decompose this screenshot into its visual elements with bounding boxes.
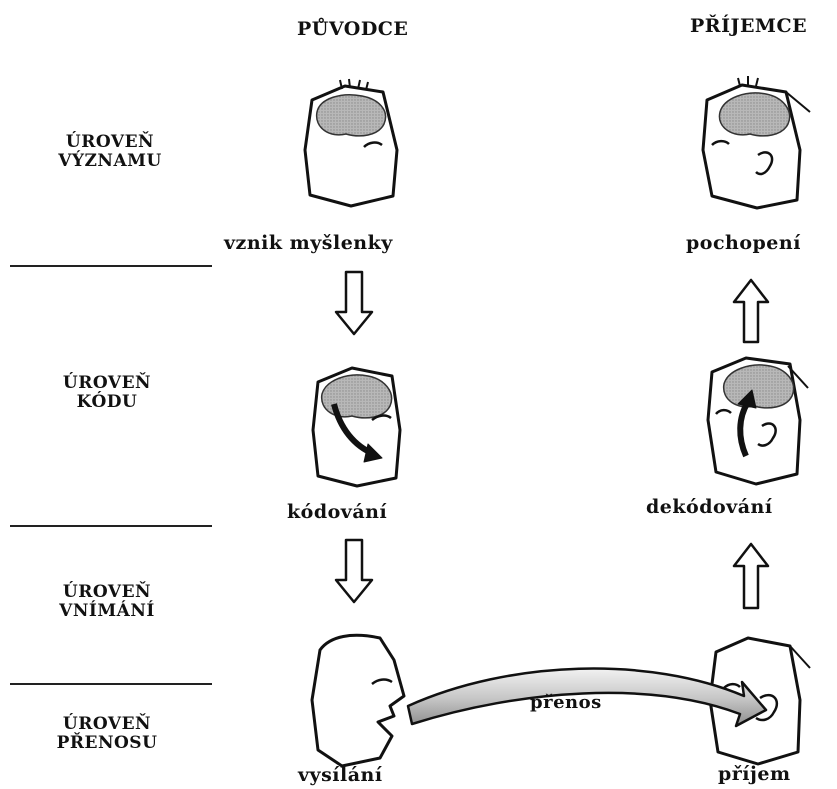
transfer-label: přenos — [530, 692, 602, 713]
receiver-head-decoding-icon — [708, 358, 808, 484]
up-arrow-icon — [734, 544, 768, 608]
receiver-head-understanding-icon — [703, 76, 810, 208]
sender-step-label: kódování — [287, 501, 387, 523]
sender-head-coding-icon — [313, 368, 400, 486]
down-arrow-icon — [336, 540, 372, 602]
receiver-step-label: dekódování — [646, 496, 773, 518]
sender-head-thinking-icon — [305, 79, 397, 206]
sender-step-label: vznik myšlenky — [224, 232, 393, 254]
sender-step-label: vysílání — [298, 764, 383, 786]
receiver-step-label: příjem — [718, 763, 791, 785]
down-arrow-icon — [336, 272, 372, 334]
sender-head-speaking-icon — [312, 635, 404, 766]
up-arrow-icon — [734, 280, 768, 342]
receiver-step-label: pochopení — [686, 232, 801, 254]
